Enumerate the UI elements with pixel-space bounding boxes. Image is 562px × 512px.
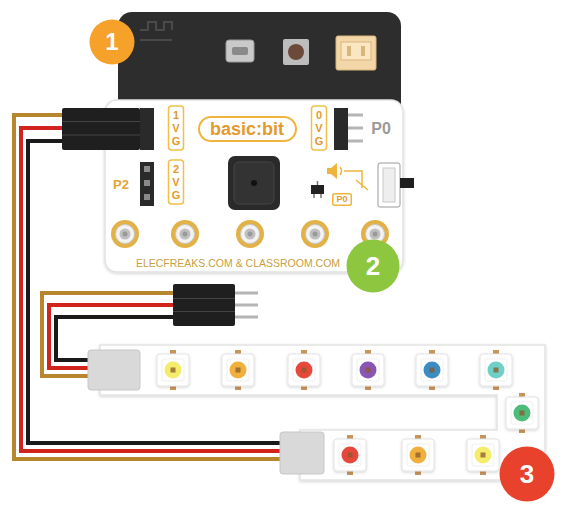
led-chip [480, 350, 512, 390]
buzzer-face [234, 162, 274, 204]
switch-track [383, 168, 395, 202]
strip-end-cap [280, 432, 324, 474]
led-chip [416, 350, 448, 390]
housing-divider [62, 135, 140, 136]
housing-divider [173, 311, 235, 312]
gold-pad [236, 220, 264, 248]
header-pin [144, 166, 150, 172]
transistor-leg [313, 194, 315, 198]
led-chip [334, 435, 366, 475]
header-pin [348, 140, 363, 143]
speaker-wave [340, 167, 342, 175]
callout-number: 2 [366, 253, 380, 279]
housing-divider [173, 298, 235, 299]
pin-label: G [315, 136, 324, 147]
wire-connector-housing [173, 284, 235, 326]
brand-logo: basic:bit [198, 116, 297, 142]
header-pin [348, 114, 363, 117]
gold-pad [111, 220, 139, 248]
led-chip [288, 350, 320, 390]
header-pin [144, 194, 150, 200]
header-pin [348, 127, 363, 130]
website-text: ELECFREAKS.COM & CLASSROOM.COM [136, 258, 340, 269]
pin-label: V [172, 123, 179, 134]
tag-outline [333, 193, 352, 205]
usb-port [226, 40, 254, 62]
pin-label: G [172, 190, 181, 201]
pin-label-frame [312, 106, 327, 150]
reset-button [283, 39, 309, 65]
pin-label: V [172, 177, 179, 188]
pin-header [140, 162, 154, 206]
logo-outline [199, 117, 296, 141]
wire-connector-housing [62, 108, 140, 150]
led-chip [222, 350, 254, 390]
usb-port-slot [232, 47, 248, 55]
connector-pin [235, 292, 258, 295]
led-chip [157, 350, 189, 390]
pin-tag: P0 [332, 193, 352, 206]
callout-circle [90, 20, 135, 65]
battery-connector-pin [361, 46, 365, 56]
led-chip [402, 435, 434, 475]
pin-label: G [172, 136, 181, 147]
port-name: P2 [113, 178, 129, 191]
callout-number: 3 [499, 446, 555, 502]
signal-wire [14, 115, 282, 459]
led-chip [467, 435, 499, 475]
pin-label: V [315, 123, 322, 134]
header-pin [144, 180, 150, 186]
pin-header [334, 108, 348, 150]
node-text: P0 [336, 195, 347, 204]
callout-circle [347, 240, 400, 293]
switch-knob [400, 178, 414, 188]
node-text: basic:bit [210, 120, 284, 138]
reset-button-cap [288, 44, 304, 60]
strip-end-cap [88, 350, 140, 390]
callout-number: 3 [520, 461, 534, 487]
callout-number: 2 [346, 239, 400, 293]
pin-label-frame [169, 106, 184, 150]
callout-number: 1 [105, 30, 118, 54]
battery-connector [336, 36, 376, 70]
gold-pad [171, 220, 199, 248]
antenna-trace [140, 22, 172, 30]
led-chip [506, 393, 538, 433]
slide-switch [378, 163, 400, 207]
gold-pad [301, 220, 329, 248]
antenna-trace [140, 39, 172, 41]
port-name: P0 [371, 121, 391, 137]
ground-wire [28, 141, 282, 443]
jumper-line [344, 171, 362, 188]
led-strip [100, 345, 545, 480]
transistor [311, 185, 324, 194]
battery-connector-socket [341, 42, 371, 60]
speaker-symbol [327, 163, 337, 179]
transistor-leg [317, 181, 319, 185]
buzzer [228, 156, 280, 210]
pin-label-frame [169, 160, 184, 204]
pin-label: 2 [173, 164, 179, 175]
led-chip [352, 350, 384, 390]
housing-divider [62, 121, 140, 122]
connector-pin [235, 304, 258, 307]
callout-circle [500, 447, 555, 502]
jumper-line [356, 180, 368, 190]
transistor-leg [320, 194, 322, 198]
callout-number: 1 [89, 19, 135, 65]
pin-header [140, 108, 154, 150]
pin-label: 1 [173, 110, 179, 121]
battery-connector-pin [347, 46, 351, 56]
buzzer-hole [251, 180, 257, 186]
connector-pin [235, 316, 258, 319]
power-wire [21, 128, 282, 451]
pin-label: 0 [316, 110, 322, 121]
